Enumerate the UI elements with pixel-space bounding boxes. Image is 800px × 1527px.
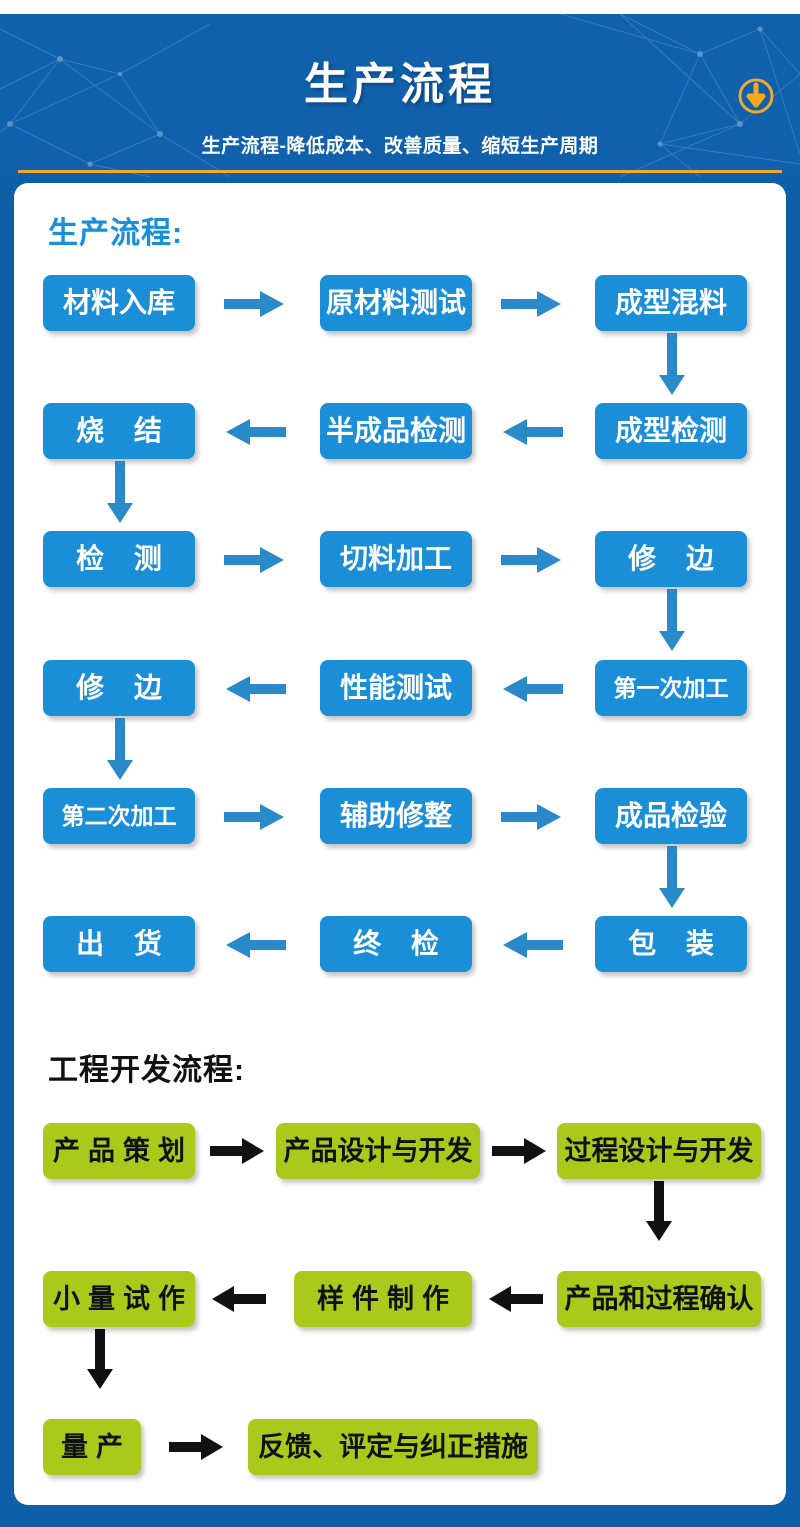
arrow-right-r5c1 — [224, 804, 286, 830]
arrow-left-g2c1 — [210, 1286, 266, 1312]
arrow-down-col1-r4 — [107, 718, 133, 782]
arrow-right-r3c2 — [501, 547, 563, 573]
arrow-left-r2c1 — [224, 419, 286, 445]
content-card: 生产流程: 材料入库 原材料测试 成型混料 烧 结 半成品检测 成型检测 检 测 — [14, 183, 786, 1505]
header-accent-rule — [18, 170, 782, 173]
node-raw-material-test[interactable]: 原材料测试 — [320, 275, 472, 331]
node-forming-inspection[interactable]: 成型检测 — [595, 403, 747, 459]
node-product-planning[interactable]: 产品策划 — [43, 1123, 195, 1179]
page-subtitle: 生产流程-降低成本、改善质量、缩短生产周期 — [201, 136, 599, 157]
node-final-inspection[interactable]: 终 检 — [320, 916, 472, 972]
arrow-right-g1c2 — [492, 1138, 548, 1164]
arrow-down-col3-r5 — [659, 846, 685, 910]
section-title-production: 生产流程: — [48, 217, 183, 250]
node-semi-finished-inspection[interactable]: 半成品检测 — [320, 403, 472, 459]
node-trimming-upper[interactable]: 修 边 — [595, 531, 747, 587]
arrow-down-circle-icon[interactable] — [736, 76, 776, 116]
node-forming-mix[interactable]: 成型混料 — [595, 275, 747, 331]
node-product-design-development[interactable]: 产品设计与开发 — [276, 1123, 480, 1179]
arrow-right-r3c1 — [224, 547, 286, 573]
section-title-engineering: 工程开发流程: — [48, 1054, 245, 1087]
arrow-down-green-col1 — [87, 1329, 113, 1391]
arrow-left-r4c1 — [224, 676, 286, 702]
node-shipment[interactable]: 出 货 — [43, 916, 195, 972]
node-process-design-development[interactable]: 过程设计与开发 — [557, 1123, 761, 1179]
node-material-inbound[interactable]: 材料入库 — [43, 275, 195, 331]
node-cutting-processing[interactable]: 切料加工 — [320, 531, 472, 587]
arrow-down-green-col3 — [646, 1181, 672, 1243]
node-small-batch-trial[interactable]: 小量试作 — [43, 1271, 195, 1327]
node-sample-making[interactable]: 样件制作 — [294, 1271, 472, 1327]
arrow-down-col3-r1 — [659, 333, 685, 397]
arrow-right-g3c1 — [169, 1434, 225, 1460]
node-sintering[interactable]: 烧 结 — [43, 403, 195, 459]
node-first-machining[interactable]: 第一次加工 — [595, 660, 747, 716]
page-header: 生产流程 生产流程-降低成本、改善质量、缩短生产周期 — [0, 14, 800, 177]
node-second-machining[interactable]: 第二次加工 — [43, 788, 195, 844]
node-auxiliary-finishing[interactable]: 辅助修整 — [320, 788, 472, 844]
arrow-left-r4c2 — [501, 676, 563, 702]
node-packaging[interactable]: 包 装 — [595, 916, 747, 972]
page-title: 生产流程 — [304, 60, 496, 109]
arrow-down-col3-r3 — [659, 589, 685, 653]
node-performance-test[interactable]: 性能测试 — [320, 660, 472, 716]
node-mass-production[interactable]: 量产 — [43, 1419, 141, 1475]
arrow-left-r6c2 — [501, 932, 563, 958]
top-white-strip — [0, 0, 800, 14]
arrow-down-col1-r2 — [107, 461, 133, 525]
arrow-right-r1c2 — [501, 291, 563, 317]
arrow-right-r5c2 — [501, 804, 563, 830]
node-inspection[interactable]: 检 测 — [43, 531, 195, 587]
node-feedback-assessment-corrective-action[interactable]: 反馈、评定与纠正措施 — [248, 1419, 538, 1475]
node-trimming-lower[interactable]: 修 边 — [43, 660, 195, 716]
arrow-right-g1c1 — [210, 1138, 266, 1164]
arrow-left-r2c2 — [501, 419, 563, 445]
arrow-right-r1c1 — [224, 291, 286, 317]
arrow-left-r6c1 — [224, 932, 286, 958]
node-finished-goods-inspection[interactable]: 成品检验 — [595, 788, 747, 844]
arrow-left-g2c2 — [487, 1286, 543, 1312]
node-product-process-validation[interactable]: 产品和过程确认 — [557, 1271, 761, 1327]
